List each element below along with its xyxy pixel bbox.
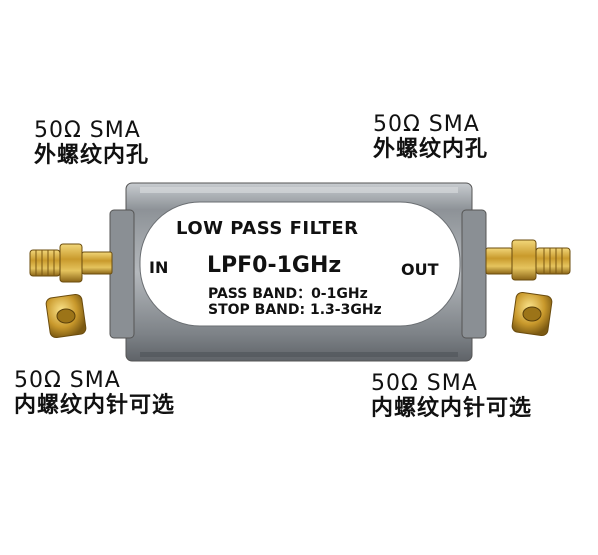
caption-top-left-spec: 50Ω SMA (34, 118, 141, 143)
left-brass-plug (45, 293, 87, 339)
caption-top-left: 50Ω SMA 外螺纹内孔 (34, 118, 149, 169)
caption-bottom-right: 50Ω SMA 内螺纹内针可选 (371, 371, 532, 422)
caption-bottom-left-desc: 内螺纹内针可选 (14, 393, 176, 419)
caption-top-left-desc: 外螺纹内孔 (34, 143, 150, 169)
caption-top-right: 50Ω SMA 外螺纹内孔 (373, 112, 488, 163)
label-out: OUT (401, 260, 439, 279)
right-brass-plug (511, 291, 553, 337)
label-model: LPF0-1GHz (207, 253, 342, 278)
label-stop-band: STOP BAND: 1.3-3GHz (208, 302, 382, 318)
left-sma-connector (29, 243, 113, 283)
filter-label (139, 201, 461, 327)
caption-bottom-right-spec: 50Ω SMA (371, 371, 478, 396)
label-pass-band: PASS BAND：0-1GHz (208, 286, 368, 302)
label-in: IN (149, 258, 169, 277)
caption-bottom-left: 50Ω SMA 内螺纹内针可选 (14, 368, 175, 419)
caption-top-right-spec: 50Ω SMA (373, 112, 480, 137)
right-sma-connector (485, 239, 571, 281)
caption-bottom-right-desc: 内螺纹内针可选 (371, 396, 533, 422)
caption-top-right-desc: 外螺纹内孔 (373, 137, 489, 163)
label-title: LOW PASS FILTER (176, 218, 359, 239)
caption-bottom-left-spec: 50Ω SMA (14, 368, 121, 393)
